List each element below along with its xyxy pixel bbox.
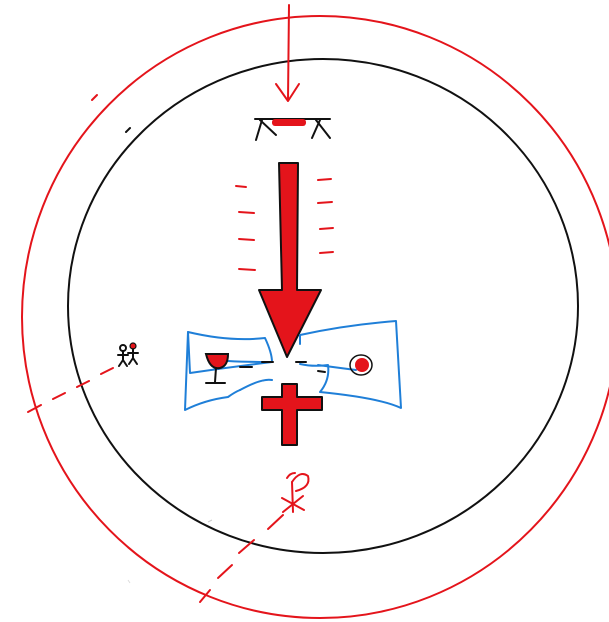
left-dashed-path [27,367,114,413]
paper-flecks [127,519,213,584]
inner-ring [67,58,579,554]
chi-rho-icon [281,472,310,513]
altar-table-icon [254,118,331,141]
chalice-icon [204,353,230,384]
left-dash-marks [235,185,256,271]
cross-icon [261,383,323,446]
outer-ring [21,15,609,619]
right-dash-marks [317,178,334,254]
people-icon [117,342,139,367]
altar-area [184,320,402,411]
altar-center-dashes [239,361,326,373]
lower-dashed-path [199,514,284,603]
entry-arrow-icon [275,4,300,102]
central-arrow-icon [258,162,322,358]
host-icon [349,354,373,376]
